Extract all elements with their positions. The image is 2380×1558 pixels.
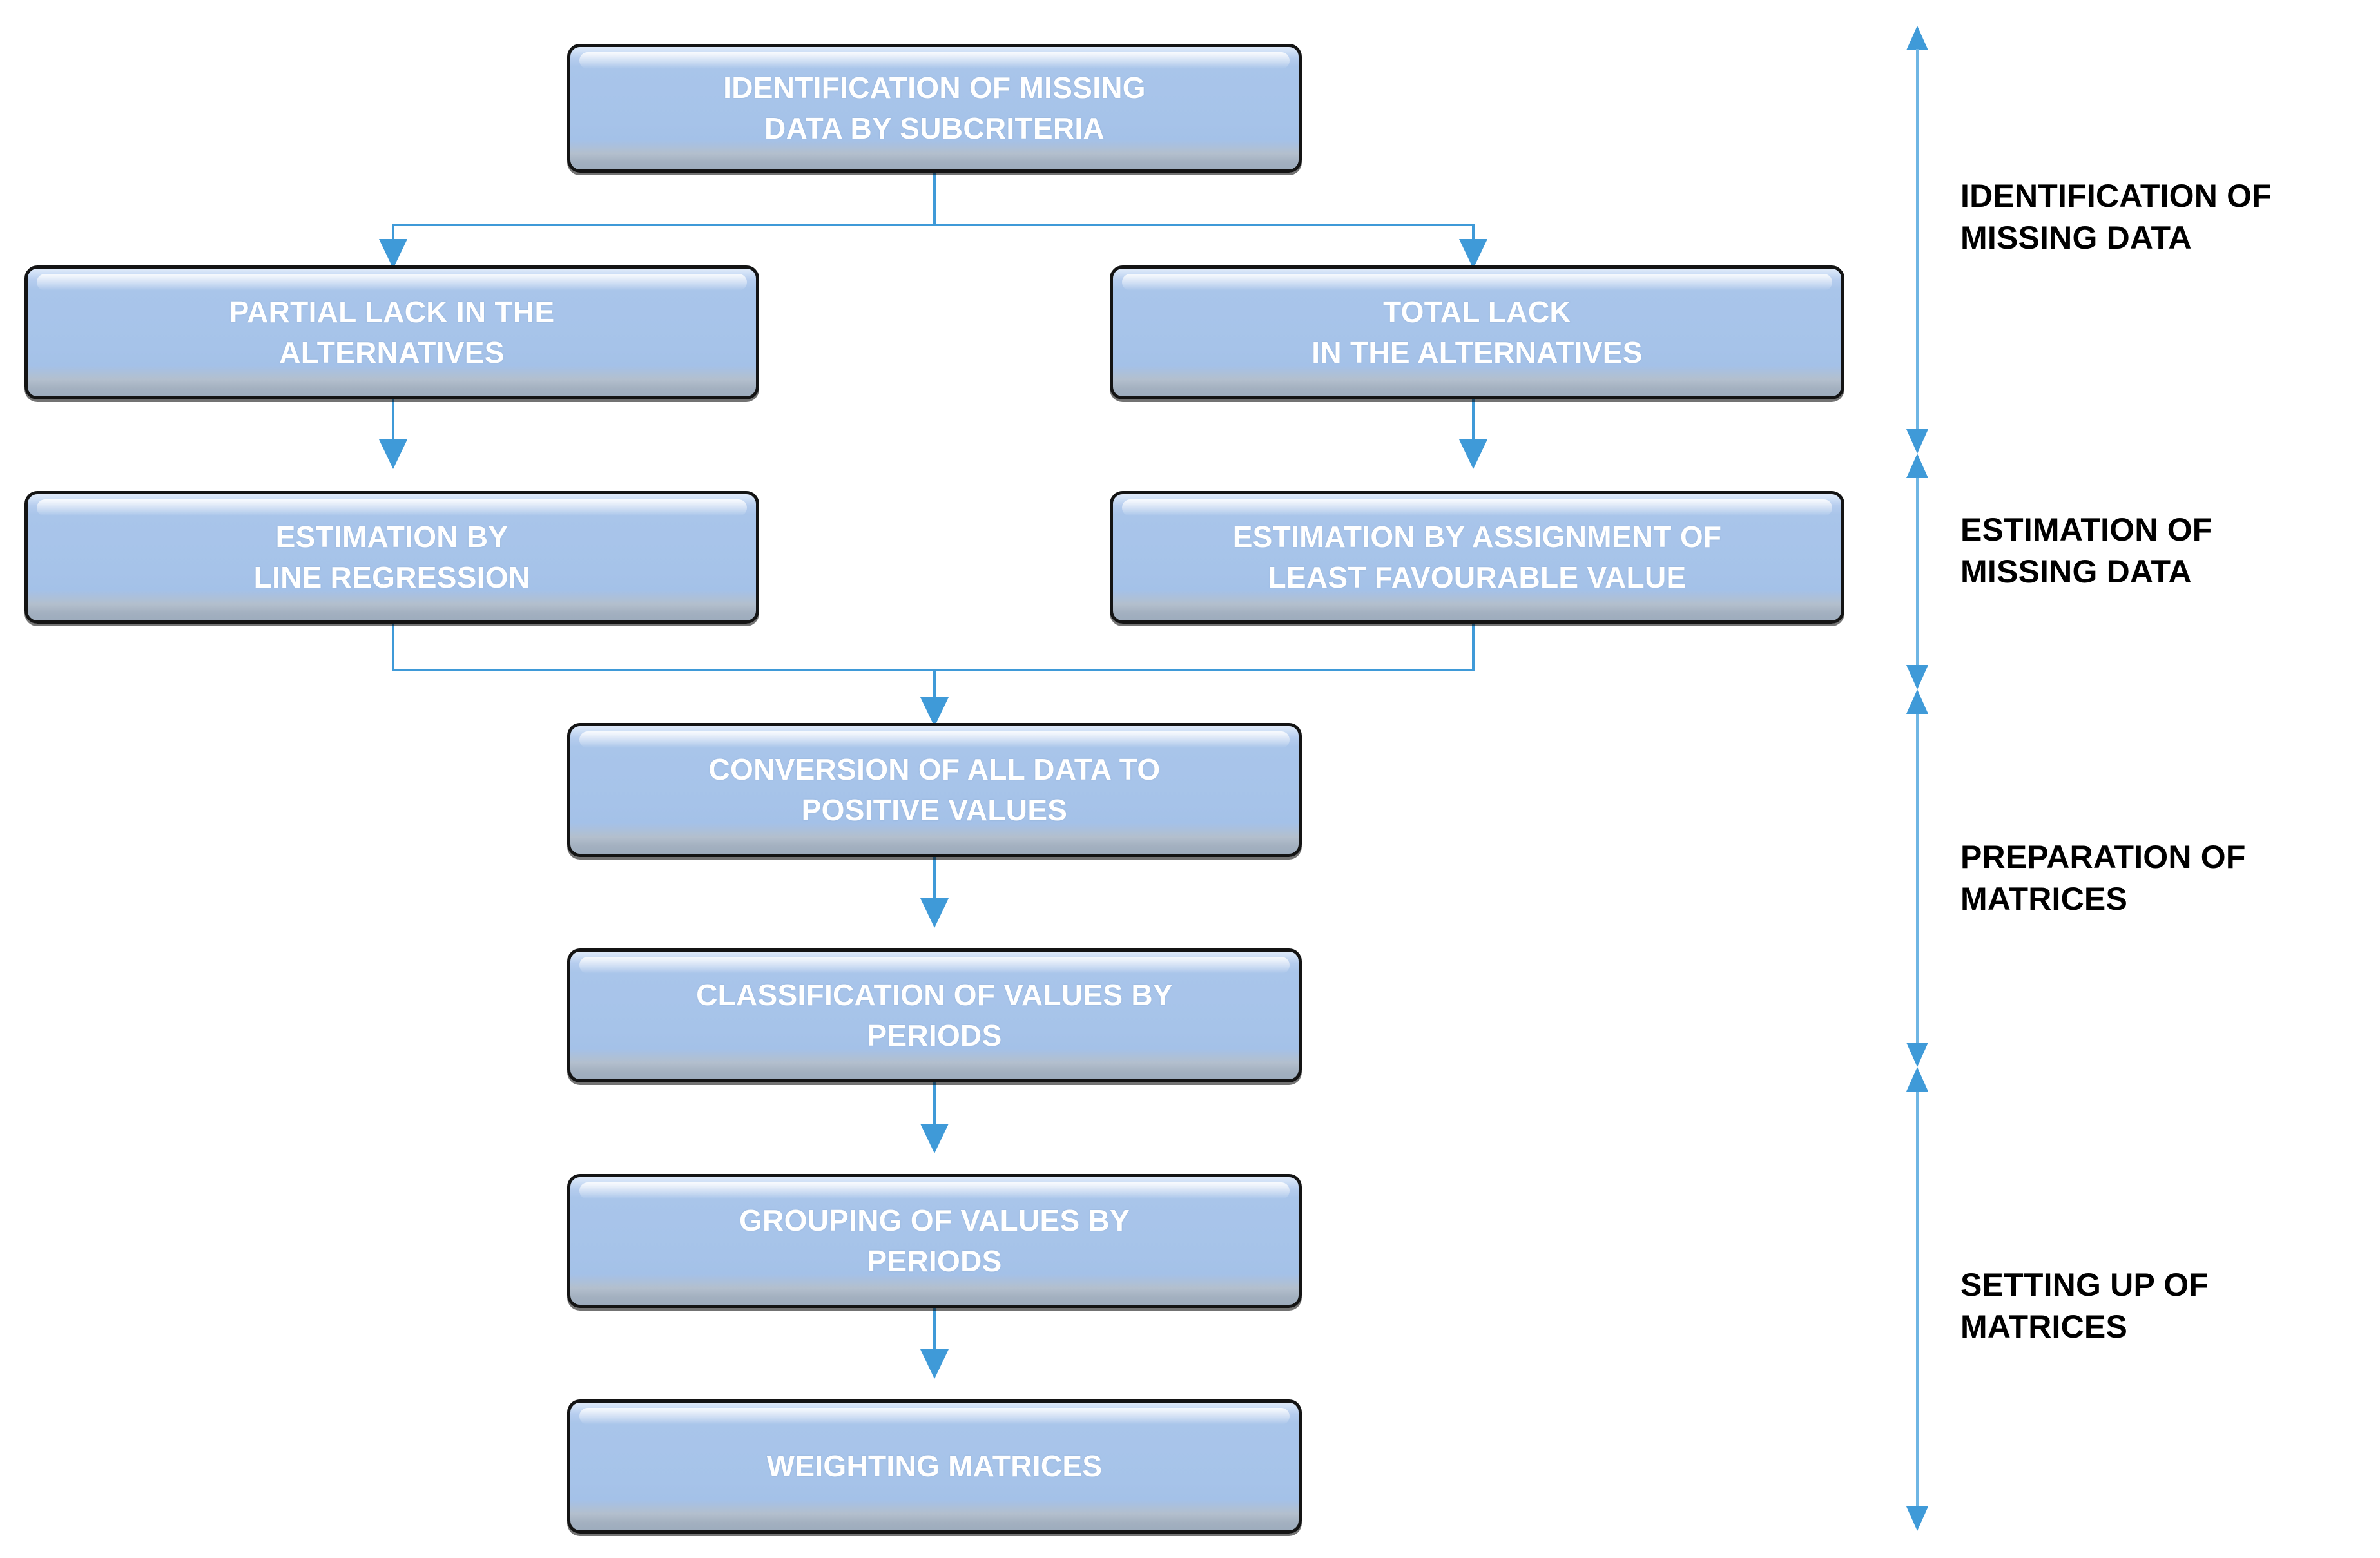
box-gloss-highlight: [1122, 499, 1832, 516]
axis-arrow-up-icon: [1906, 26, 1928, 50]
phase-label-estimation-of-missing-data: ESTIMATION OF MISSING DATA: [1960, 512, 2212, 590]
node-identification-of-missing-data-by-subcriteria[interactable]: IDENTIFICATION OF MISSING DATA BY SUBCRI…: [567, 44, 1302, 173]
connector-grouping-to-weighting: [933, 1308, 936, 1352]
arrow-to-total-lack: [1459, 239, 1487, 269]
arrow-to-conversion: [920, 697, 949, 727]
box-gloss-highlight: [579, 1182, 1290, 1199]
connector-partial-to-regression: [392, 399, 394, 442]
arrow-to-weighting: [920, 1349, 949, 1379]
connector-merge-right-riser: [1472, 624, 1475, 671]
box-gloss-highlight: [1122, 274, 1832, 291]
box-gloss-highlight: [37, 274, 747, 291]
node-grouping-of-values-by-periods[interactable]: GROUPING OF VALUES BY PERIODS: [567, 1174, 1302, 1308]
phase-label-identification-of-missing-data: IDENTIFICATION OF MISSING DATA: [1960, 178, 2272, 256]
node-weighting-matrices[interactable]: WEIGHTING MATRICES: [567, 1399, 1302, 1534]
box-gloss-highlight: [579, 52, 1290, 69]
connector-classification-to-grouping: [933, 1082, 936, 1126]
node-estimation-by-assignment-of-least-favourable-value[interactable]: ESTIMATION BY ASSIGNMENT OF LEAST FAVOUR…: [1110, 491, 1844, 624]
node-partial-lack-in-the-alternatives[interactable]: PARTIAL LACK IN THE ALTERNATIVES: [24, 265, 759, 399]
connector-split-bus: [392, 224, 1475, 226]
axis-divider-down-icon-2: [1906, 665, 1928, 689]
axis-segment-setting-up: [1916, 1092, 1919, 1509]
connector-merge-stem: [933, 669, 936, 700]
connector-split-stem: [933, 173, 936, 226]
arrow-to-grouping: [920, 1124, 949, 1153]
arrow-to-least-favourable: [1459, 439, 1487, 469]
box-gloss-highlight: [579, 731, 1290, 748]
axis-divider-up-icon-2: [1906, 689, 1928, 714]
node-label: CLASSIFICATION OF VALUES BY PERIODS: [696, 977, 1173, 1052]
axis-segment-preparation: [1916, 714, 1919, 1055]
node-label: CONVERSION OF ALL DATA TO POSITIVE VALUE…: [708, 752, 1161, 827]
axis-segment-identification: [1916, 49, 1919, 442]
axis-divider-up-icon-1: [1906, 454, 1928, 478]
phase-label-setting-up-of-matrices: SETTING UP OF MATRICES: [1960, 1267, 2209, 1345]
node-total-lack-in-the-alternatives[interactable]: TOTAL LACK IN THE ALTERNATIVES: [1110, 265, 1844, 399]
arrow-to-classification: [920, 898, 949, 928]
node-classification-of-values-by-periods[interactable]: CLASSIFICATION OF VALUES BY PERIODS: [567, 948, 1302, 1082]
box-gloss-highlight: [579, 957, 1290, 974]
connector-merge-left-riser: [392, 624, 394, 671]
node-label: WEIGHTING MATRICES: [766, 1449, 1103, 1483]
node-label: GROUPING OF VALUES BY PERIODS: [739, 1203, 1130, 1278]
arrow-to-line-regression: [379, 439, 407, 469]
axis-divider-down-icon-1: [1906, 429, 1928, 454]
node-estimation-by-line-regression[interactable]: ESTIMATION BY LINE REGRESSION: [24, 491, 759, 624]
node-label: ESTIMATION BY LINE REGRESSION: [253, 519, 530, 594]
node-conversion-of-all-data-to-positive-values[interactable]: CONVERSION OF ALL DATA TO POSITIVE VALUE…: [567, 723, 1302, 857]
axis-segment-estimation: [1916, 478, 1919, 678]
connector-split-left-drop: [392, 224, 394, 242]
box-gloss-highlight: [37, 499, 747, 516]
arrow-to-partial-lack: [379, 239, 407, 269]
axis-arrow-down-icon: [1906, 1506, 1928, 1531]
connector-split-right-drop: [1472, 224, 1475, 242]
node-label: ESTIMATION BY ASSIGNMENT OF LEAST FAVOUR…: [1232, 519, 1722, 594]
axis-divider-up-icon-3: [1906, 1067, 1928, 1092]
box-gloss-highlight: [579, 1408, 1290, 1425]
node-label: TOTAL LACK IN THE ALTERNATIVES: [1311, 294, 1643, 369]
phase-label-preparation-of-matrices: PREPARATION OF MATRICES: [1960, 839, 2246, 917]
connector-conversion-to-classification: [933, 857, 936, 901]
connector-total-to-assignment: [1472, 399, 1475, 442]
axis-divider-down-icon-3: [1906, 1043, 1928, 1067]
node-label: IDENTIFICATION OF MISSING DATA BY SUBCRI…: [723, 70, 1146, 145]
node-label: PARTIAL LACK IN THE ALTERNATIVES: [229, 294, 555, 369]
